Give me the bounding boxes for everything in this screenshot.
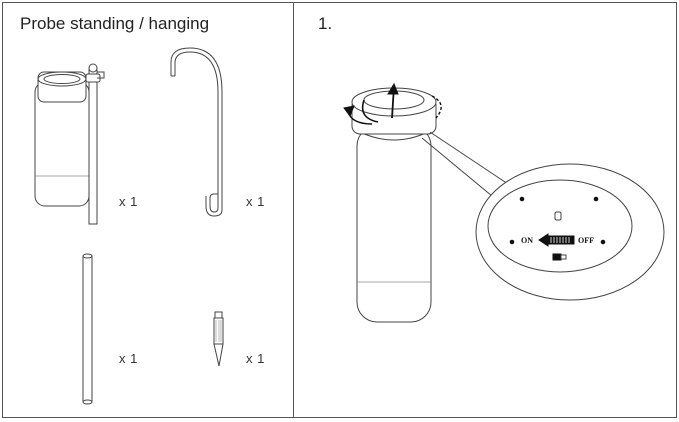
- panel-divider: [293, 2, 294, 418]
- base-detail-zoom: [475, 163, 665, 301]
- switch-on-label: ON: [521, 236, 533, 245]
- probe-illustration: [34, 63, 105, 225]
- hook-quantity: x 1: [246, 194, 265, 209]
- manual-frame: [2, 2, 677, 418]
- hook-illustration: [170, 47, 223, 217]
- switch-off-label: OFF: [578, 236, 594, 245]
- probe-quantity: x 1: [119, 194, 138, 209]
- rod-quantity: x 1: [119, 351, 138, 366]
- probe-cap-rotation: [343, 82, 442, 323]
- stake-quantity: x 1: [246, 351, 265, 366]
- parts-heading: Probe standing / hanging: [20, 14, 210, 33]
- stake-illustration: [213, 311, 224, 367]
- zoom-callout-lines: [421, 131, 509, 197]
- rod-illustration: [82, 253, 93, 405]
- step-number: 1.: [318, 14, 333, 33]
